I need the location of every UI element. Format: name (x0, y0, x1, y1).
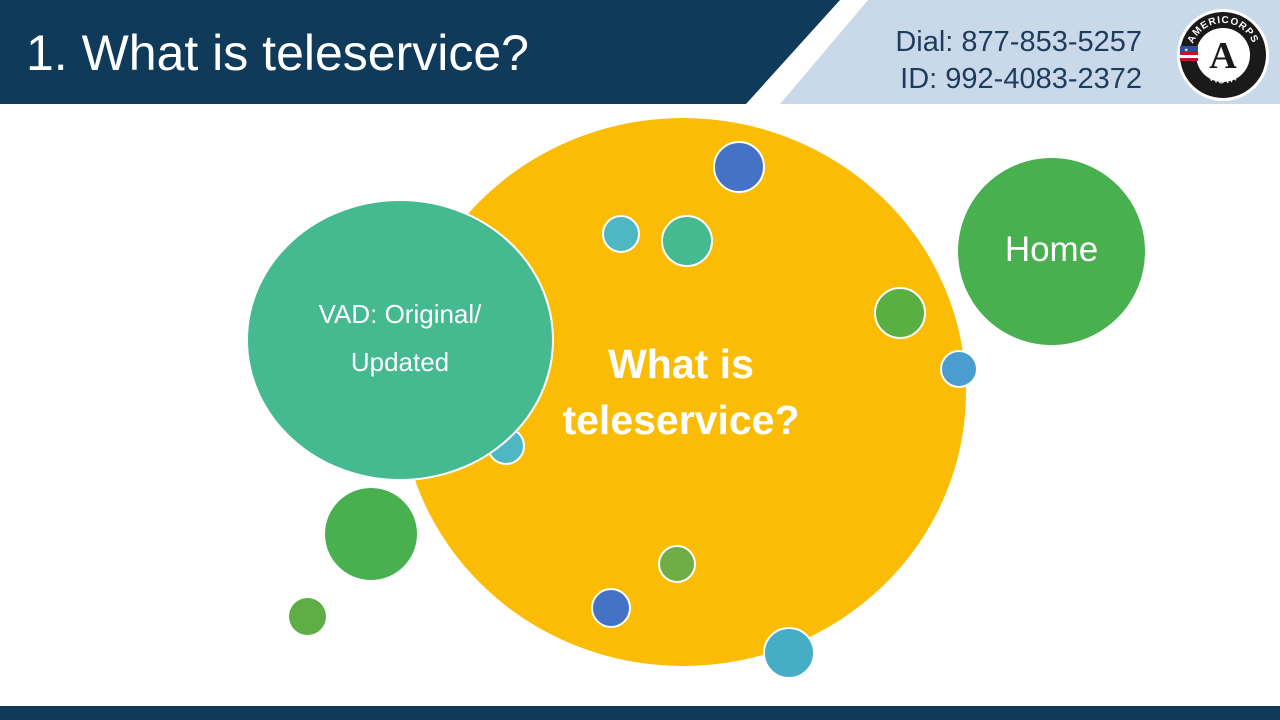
vad-bubble[interactable] (246, 199, 554, 481)
footer-bar (0, 706, 1280, 720)
dial-number: Dial: 877-853-5257 (895, 26, 1142, 58)
center-bubble-label: What is teleservice? (562, 341, 800, 443)
svg-text:VISTA: VISTA (1207, 72, 1238, 85)
small-bubble-green (289, 598, 326, 635)
logo-letter: A (1209, 35, 1237, 77)
home-bubble-label: Home (1004, 230, 1099, 269)
small-bubble-cyan (602, 215, 640, 253)
dial-in-info: Dial: 877-853-5257 ID: 992-4083-2372 (895, 24, 1142, 98)
vad-bubble-label: VAD: Original/ Updated (318, 299, 482, 377)
americorps-vista-logo: AMERICORPS VISTA ★ A (1177, 9, 1269, 101)
small-bubble-teal (661, 215, 713, 267)
header-bar (0, 0, 840, 104)
small-bubble-blue (713, 141, 765, 193)
small-bubble-green (874, 287, 926, 339)
small-bubble-green (325, 488, 417, 580)
small-bubble-blue (940, 350, 978, 388)
slide-title: 1. What is teleservice? (26, 25, 529, 81)
logo-bottom-text: VISTA (1207, 72, 1237, 85)
home-bubble[interactable] (958, 158, 1145, 345)
small-bubble-cyan (763, 627, 815, 679)
svg-text:★: ★ (1184, 48, 1189, 54)
small-bubble-green (658, 545, 696, 583)
meeting-id: ID: 992-4083-2372 (900, 63, 1142, 95)
flag-icon: ★ (1180, 46, 1198, 61)
small-bubble-blue (591, 588, 631, 628)
